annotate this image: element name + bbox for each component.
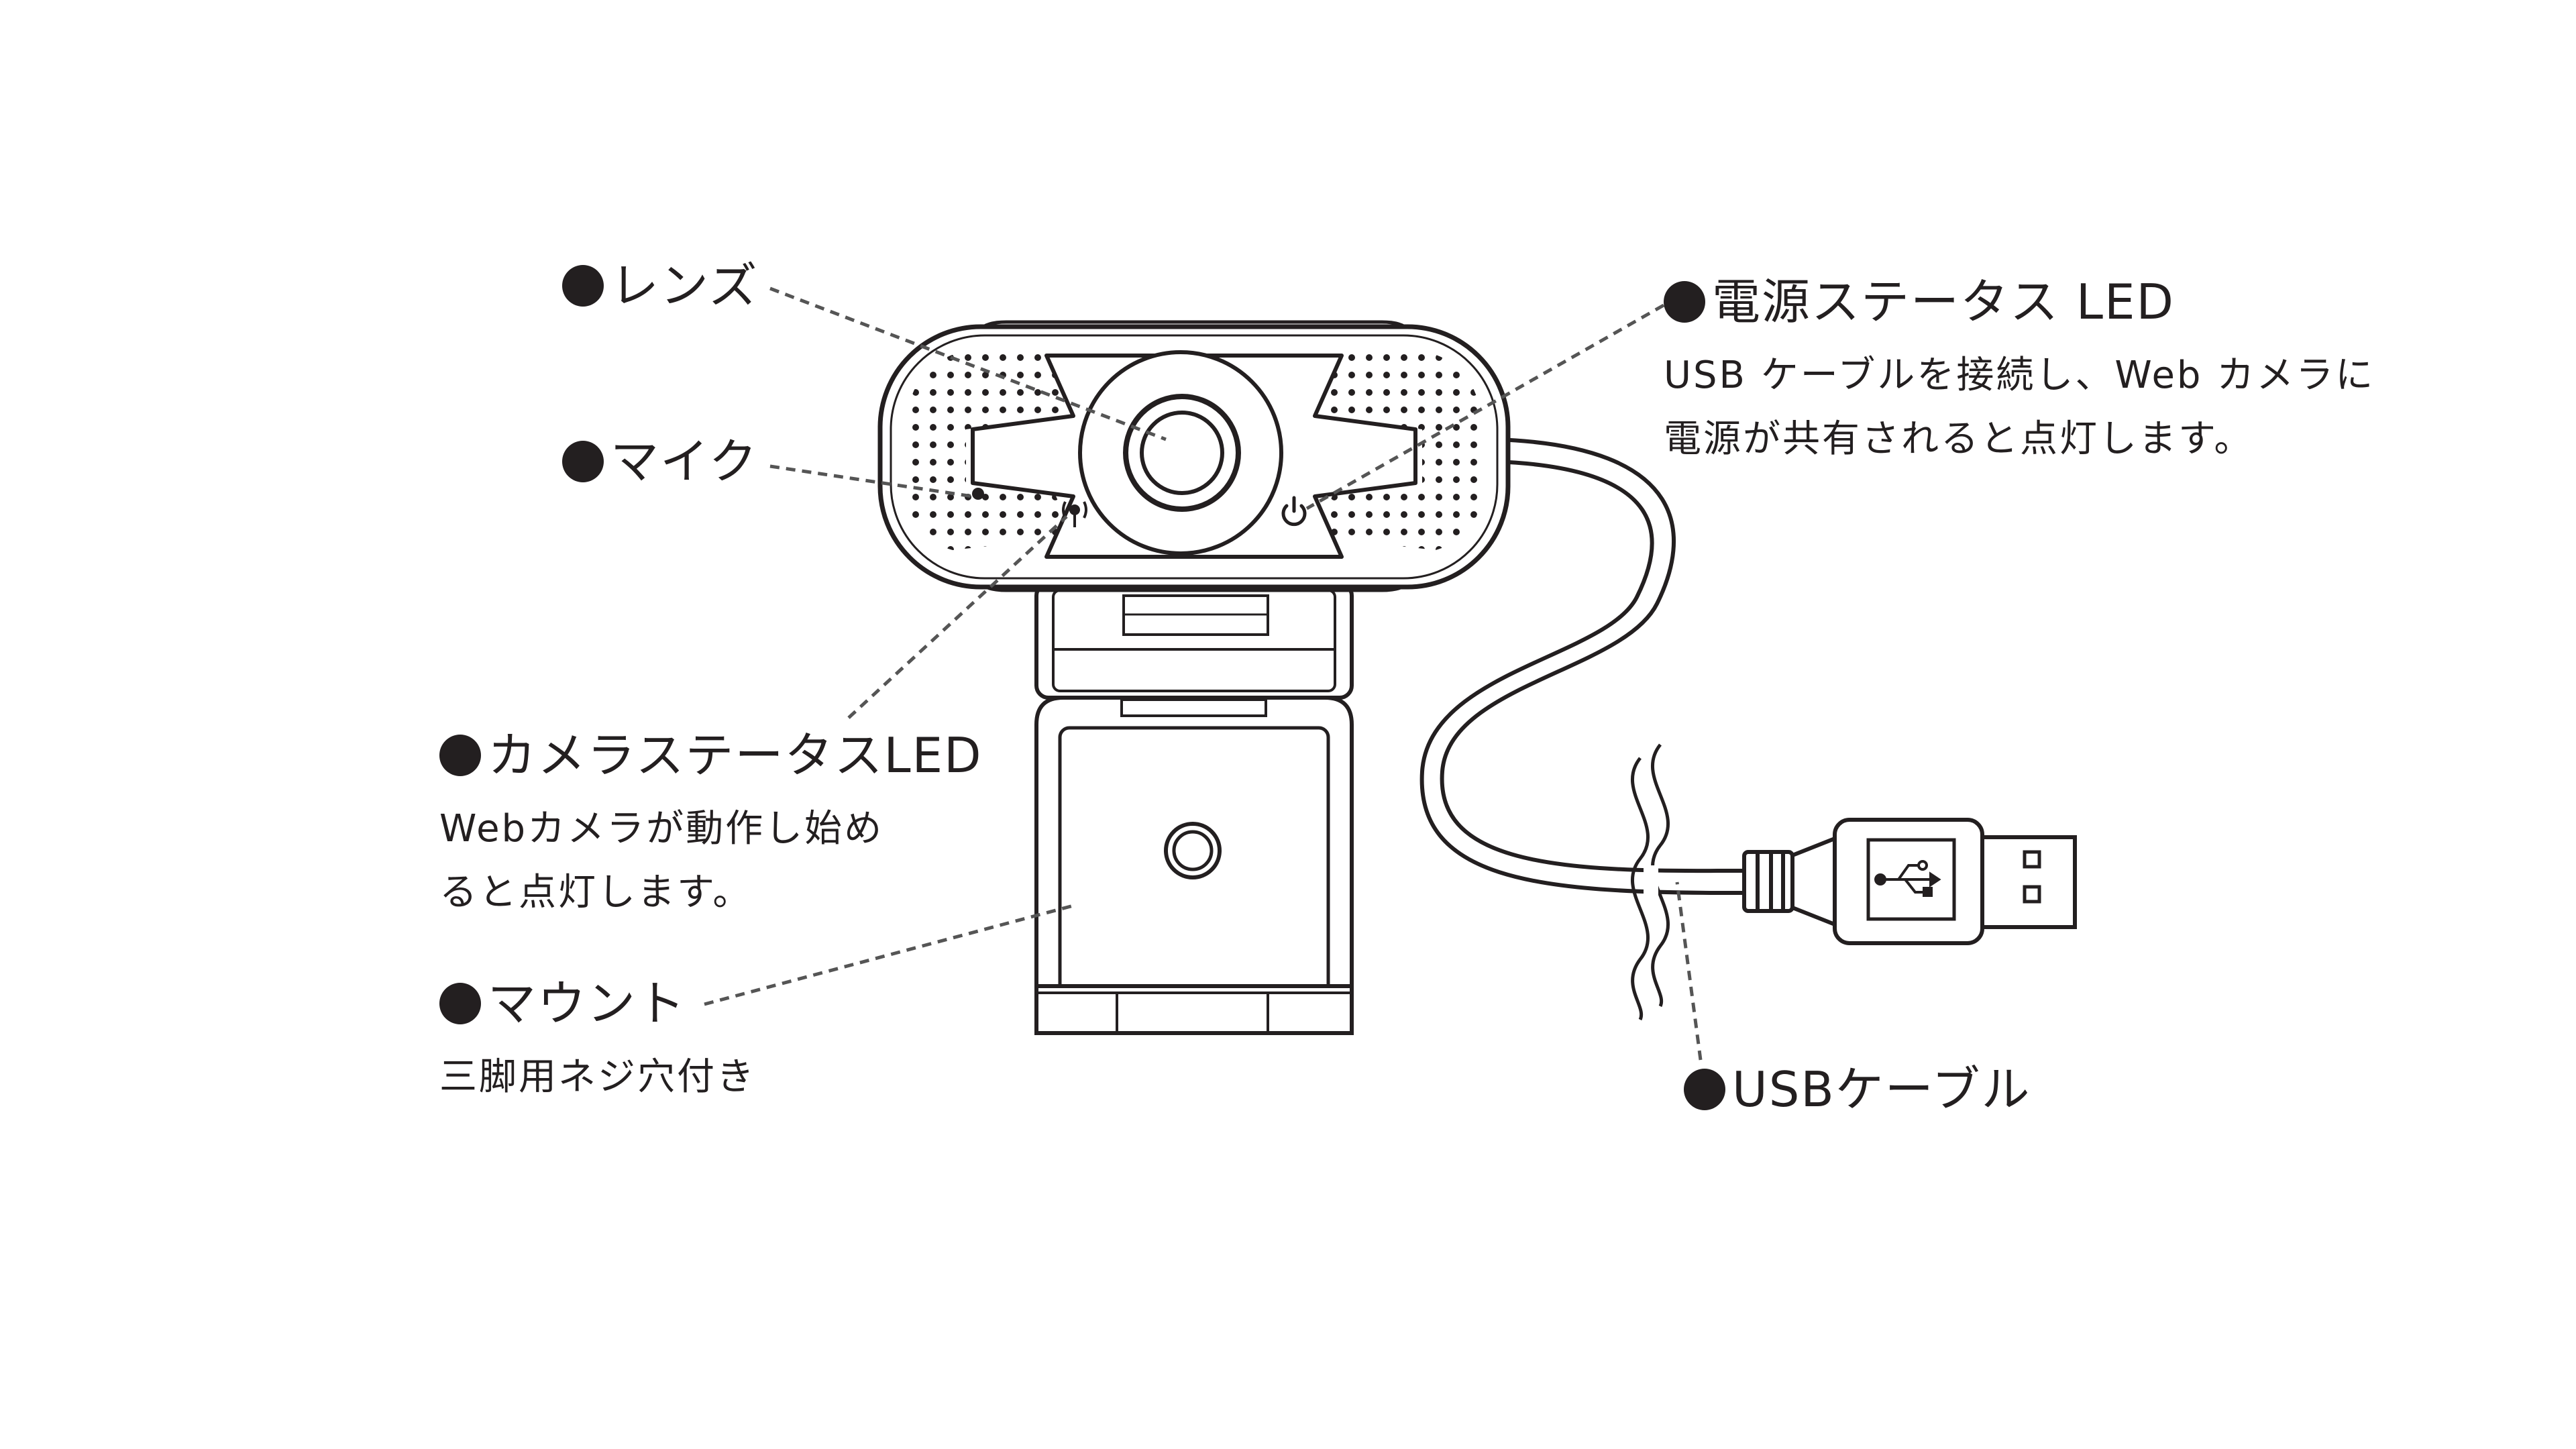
leader-camera-led	[847, 515, 1068, 719]
bullet-dot	[439, 735, 481, 776]
camera-head	[877, 320, 1511, 592]
bullet-dot	[562, 265, 604, 307]
label-usb-cable: USBケーブル	[1684, 1065, 2031, 1114]
label-mount-title: マウント	[488, 975, 687, 1032]
camera-mount	[1034, 582, 1354, 1035]
bullet-dot	[439, 983, 481, 1024]
label-camera-led-title: カメラステータスLED	[488, 727, 983, 784]
label-mount-desc: 三脚用ネジ穴付き	[439, 1045, 756, 1109]
label-usb-cable-title: USBケーブル	[1732, 1061, 2031, 1118]
desc-line: 三脚用ネジ穴付き	[439, 1055, 756, 1099]
bullet-dot	[1664, 281, 1705, 323]
desc-line: USB ケーブルを接続し、Web カメラに	[1664, 354, 2375, 397]
label-power-led-desc: USB ケーブルを接続し、Web カメラに 電源が共有されると点灯します。	[1664, 343, 2375, 471]
power-icon	[1281, 496, 1307, 527]
bullet-dot	[1684, 1069, 1725, 1110]
leader-usb-cable	[1675, 881, 1703, 1061]
usb-cable	[1419, 437, 1744, 895]
label-mic: マイク	[562, 437, 759, 486]
bullet-dot	[562, 441, 604, 482]
label-lens-title: レンズ	[610, 258, 759, 314]
cable-break-marks	[1630, 743, 1670, 1021]
usb-connector	[1742, 818, 2077, 945]
label-mount: マウント 三脚用ネジ穴付き	[439, 979, 756, 1109]
label-power-led-title: 電源ステータス LED	[1712, 274, 2175, 330]
leader-lines	[704, 286, 1703, 1061]
desc-line: 電源が共有されると点灯します。	[1664, 417, 2254, 462]
label-camera-status-led: カメラステータスLED Webカメラが動作し始め ると点灯します。	[439, 731, 983, 924]
label-mic-title: マイク	[610, 433, 759, 490]
label-power-status-led: 電源ステータス LED USB ケーブルを接続し、Web カメラに 電源が共有さ…	[1664, 278, 2375, 471]
usb-trident-icon	[1874, 860, 1941, 897]
desc-line: ると点灯します。	[439, 871, 753, 915]
leader-mic	[769, 464, 973, 498]
leader-lens	[769, 286, 1167, 441]
label-camera-led-desc: Webカメラが動作し始め ると点灯します。	[439, 797, 983, 924]
leader-power-led	[1305, 303, 1665, 511]
desc-line: Webカメラが動作し始め	[439, 807, 884, 851]
label-lens: レンズ	[562, 262, 759, 310]
